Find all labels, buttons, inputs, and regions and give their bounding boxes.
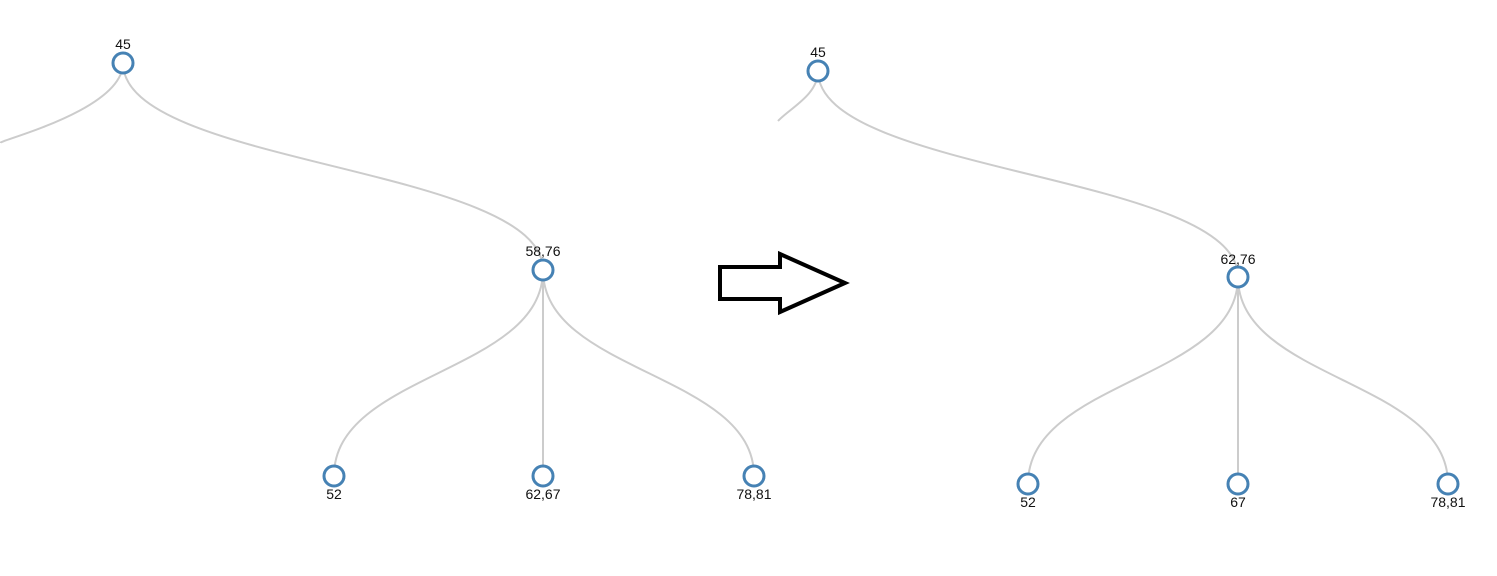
before-link-child-leaf-3 bbox=[542, 269, 755, 477]
before-leaf-2-label: 62,67 bbox=[525, 486, 560, 502]
before-link-child-leaf-1 bbox=[333, 269, 544, 477]
after-link-child-leaf-1 bbox=[1027, 276, 1239, 485]
after-root-node: 45 bbox=[806, 44, 830, 83]
after-leaf-3-circle bbox=[1436, 472, 1460, 496]
after-link-child-leaf-3 bbox=[1237, 276, 1449, 485]
after-child-circle bbox=[1226, 265, 1250, 289]
after-leaf-3-label: 78,81 bbox=[1430, 494, 1465, 510]
before-leaf-node-2: 62,67 bbox=[525, 464, 561, 502]
after-leaf-1-label: 52 bbox=[1020, 494, 1036, 510]
before-root-node: 45 bbox=[111, 36, 135, 75]
before-leaf-3-label: 78,81 bbox=[736, 486, 771, 502]
before-link-root-left bbox=[0, 62, 124, 144]
before-child-circle bbox=[531, 258, 555, 282]
after-leaf-node-3: 78,81 bbox=[1430, 472, 1466, 510]
after-root-circle bbox=[806, 59, 830, 83]
before-leaf-2-circle bbox=[531, 464, 555, 488]
after-link-root-child bbox=[817, 70, 1239, 278]
before-root-circle bbox=[111, 51, 135, 75]
after-root-label: 45 bbox=[810, 44, 826, 60]
before-leaf-node-1: 52 bbox=[322, 464, 346, 502]
before-leaf-3-circle bbox=[742, 464, 766, 488]
after-leaf-node-1: 52 bbox=[1016, 472, 1040, 510]
after-leaf-node-2: 67 bbox=[1226, 472, 1250, 510]
before-leaf-1-label: 52 bbox=[326, 486, 342, 502]
after-tree: 45 62,76 52 67 78,81 bbox=[777, 44, 1466, 510]
before-leaf-node-3: 78,81 bbox=[736, 464, 772, 502]
right-arrow-icon bbox=[718, 250, 850, 316]
after-leaf-2-circle bbox=[1226, 472, 1250, 496]
after-child-node: 62,76 bbox=[1220, 251, 1256, 289]
after-child-label: 62,76 bbox=[1220, 251, 1255, 267]
before-tree: 45 58,76 52 62,67 78,81 bbox=[0, 36, 772, 502]
after-leaf-1-circle bbox=[1016, 472, 1040, 496]
before-child-label: 58,76 bbox=[525, 243, 560, 259]
before-leaf-1-circle bbox=[322, 464, 346, 488]
before-link-root-child bbox=[122, 62, 544, 271]
after-leaf-2-label: 67 bbox=[1230, 494, 1246, 510]
before-root-label: 45 bbox=[115, 36, 131, 52]
before-child-node: 58,76 bbox=[525, 243, 561, 282]
